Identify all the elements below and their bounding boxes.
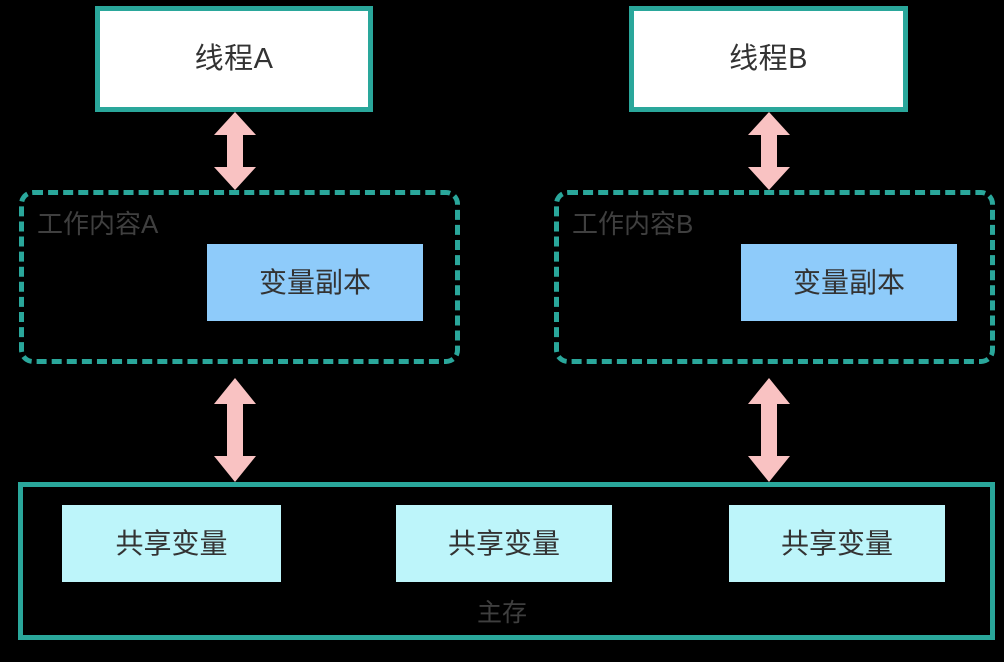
arrow-thread-a-to-working-memory-a	[213, 112, 257, 190]
variable-copy-a-box[interactable]: 变量副本	[207, 244, 423, 321]
working-memory-b-box[interactable]	[554, 190, 995, 364]
thread-a-label: 线程A	[194, 42, 274, 75]
variable-copy-a-label: 变量副本	[258, 266, 371, 298]
variable-copy-b-label: 变量副本	[792, 266, 905, 298]
shared-variable-box-3[interactable]: 共享变量	[729, 505, 945, 582]
working-memory-b-label: 工作内容B	[572, 209, 694, 239]
variable-copy-b-box[interactable]: 变量副本	[741, 244, 957, 321]
arrow-working-memory-b-to-main-memory	[747, 378, 791, 482]
main-memory-box[interactable]	[18, 482, 995, 640]
shared-variable-box-1[interactable]: 共享变量	[62, 505, 281, 582]
thread-a-box[interactable]: 线程A	[95, 6, 373, 112]
thread-b-box[interactable]: 线程B	[629, 6, 908, 112]
arrow-working-memory-a-to-main-memory	[213, 378, 257, 482]
arrow-thread-b-to-working-memory-b	[747, 112, 791, 190]
shared-variable-label-1: 共享变量	[115, 527, 228, 559]
shared-variable-label-3: 共享变量	[780, 527, 893, 559]
main-memory-label: 主存	[476, 599, 527, 627]
shared-variable-label-2: 共享变量	[447, 527, 560, 559]
working-memory-a-label: 工作内容A	[37, 209, 159, 239]
shared-variable-box-2[interactable]: 共享变量	[396, 505, 612, 582]
thread-b-label: 线程B	[729, 42, 808, 75]
working-memory-a-box[interactable]	[19, 190, 460, 364]
